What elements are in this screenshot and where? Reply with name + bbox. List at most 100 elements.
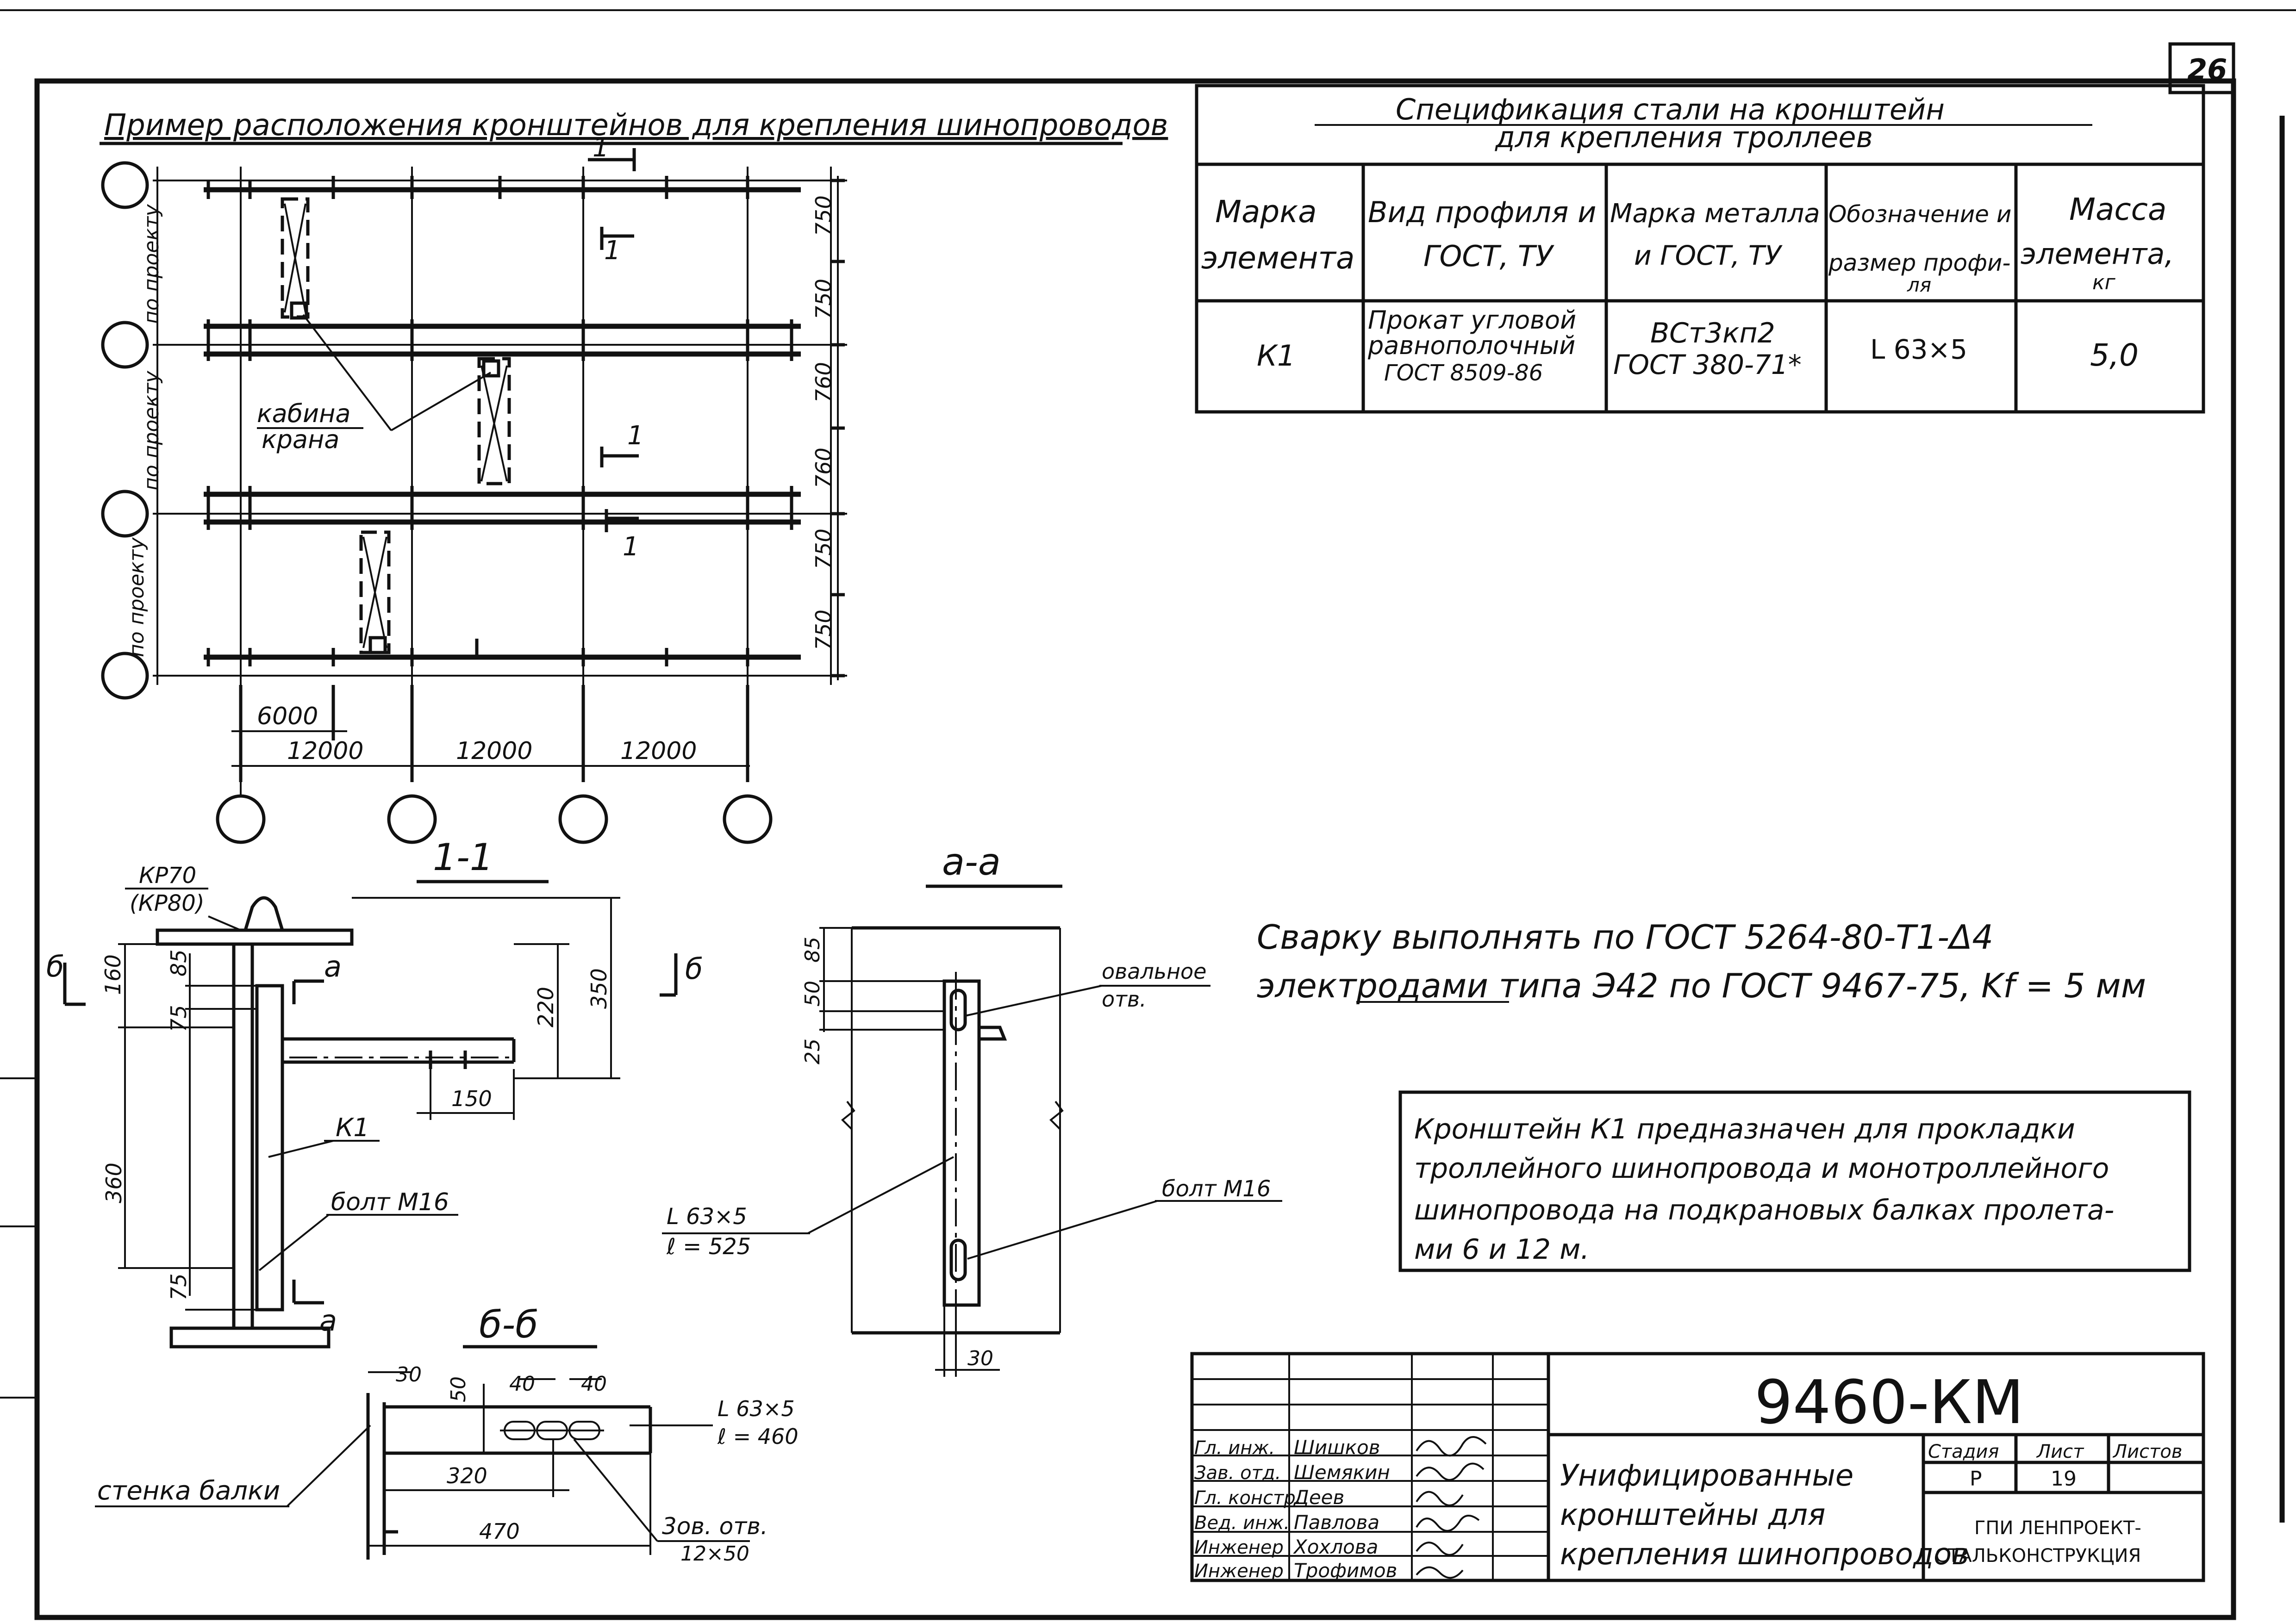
bb-dim-470: 470 [479, 1519, 520, 1544]
row-dim-1: 750 [811, 195, 836, 236]
cut-a-top: а [324, 950, 342, 983]
axis-circle-row-2 [101, 321, 149, 369]
weld-note-line-1: Сварку выполнять по ГОСТ 5264-80-Т1-Δ4 [1257, 918, 1993, 957]
row-dim-3: 760 [811, 362, 836, 403]
purpose-line-1: Кронштейн К1 предназначен для прокладки [1414, 1113, 2075, 1145]
person-2: Шемякин [1294, 1461, 1390, 1484]
spec-row-profile-3: ГОСТ 8509-86 [1384, 360, 1543, 386]
axis-circle-row-3 [101, 490, 149, 538]
side-label-2: по проекту [140, 370, 163, 491]
spec-header-mark-1: Марка [1215, 194, 1317, 230]
axis-circle-col-2 [387, 794, 437, 844]
crane-cabin-3 [359, 530, 391, 654]
row-dim-6: 750 [811, 609, 836, 650]
doc-name-2: кронштейны для [1560, 1498, 1825, 1532]
cut-a-bottom: а [319, 1304, 337, 1337]
person-6: Трофимов [1294, 1559, 1397, 1582]
purpose-note: Кронштейн К1 предназначен для прокладки … [1398, 1090, 2191, 1272]
row-dim-2: 750 [811, 279, 836, 319]
title-block [1190, 1352, 2205, 1582]
aa-dim-25: 25 [801, 1038, 824, 1064]
bb-dim-40b: 40 [581, 1372, 607, 1396]
rail-label-2: (КР80) [130, 890, 205, 916]
stage-label: Стадия [1928, 1441, 1999, 1462]
spec-header-profile-1: Вид профиля и [1368, 195, 1596, 229]
org-line-2: СТАЛЬКОНСТРУКЦИЯ [1935, 1545, 2141, 1567]
sheet-label: Лист [2036, 1441, 2084, 1462]
dim-85: 85 [166, 949, 191, 976]
spec-row-mark: К1 [1257, 339, 1295, 373]
spec-header-designation-2: размер профи- [1828, 249, 2010, 276]
spec-header-mark-2: элемента [1201, 240, 1354, 276]
dim-150: 150 [451, 1086, 492, 1111]
beam-wall-label: стенка балки [97, 1476, 280, 1506]
row-dim-4: 760 [811, 448, 836, 488]
col-dim-12000-b: 12000 [456, 737, 532, 765]
spec-table [1195, 84, 2205, 414]
role-6: Инженер [1194, 1561, 1284, 1582]
layout-plan: Пример расположения кронштейнов для креп… [100, 108, 1168, 844]
role-3: Гл. констр. [1194, 1487, 1301, 1509]
spec-header-mass-3: кг [2092, 271, 2116, 294]
crane-label-2: крана [262, 425, 339, 454]
holes-label-1: 3ов. отв. [662, 1513, 768, 1540]
bolt-label-aa: болт М16 [1162, 1176, 1271, 1202]
section-1-1: 1-1 КР70 (КР80) [46, 836, 703, 1349]
axis-circle-row-1 [101, 161, 149, 209]
axis-circle-col-1 [216, 794, 266, 844]
axis-circle-col-3 [558, 794, 608, 844]
person-5: Хохлова [1293, 1536, 1378, 1558]
dim-350: 350 [586, 968, 611, 1009]
col-dim-6000: 6000 [257, 703, 318, 730]
doc-name-1: Унифицированные [1560, 1459, 1853, 1493]
spec-header-steel-2: и ГОСТ, ТУ [1634, 240, 1783, 271]
side-label-1: по проекту [140, 204, 163, 324]
spec-title-1: Спецификация стали на кронштейн [1396, 93, 1945, 126]
cut-b-left: б [46, 950, 64, 983]
signatures [1416, 1436, 1487, 1579]
crane-label-1: кабина [257, 399, 351, 428]
bb-dim-40a: 40 [509, 1372, 535, 1396]
bb-dim-320: 320 [447, 1463, 487, 1488]
side-label-3: по проекту [125, 537, 149, 657]
crane-cabin-2 [477, 357, 511, 485]
dim-75-top: 75 [166, 1005, 191, 1032]
section-11-title: 1-1 [433, 836, 493, 879]
person-1: Шишков [1294, 1436, 1380, 1459]
axis-circle-row-4 [101, 652, 149, 700]
angle-label-bb-1: L 63×5 [718, 1396, 795, 1421]
holes-label-2: 12×50 [680, 1542, 749, 1566]
bolt-label-11: болт М16 [331, 1188, 449, 1216]
aa-dim-30: 30 [967, 1347, 993, 1370]
doc-code: 9460-КМ [1754, 1367, 2024, 1437]
spec-row-mass: 5,0 [2090, 337, 2139, 373]
spec-header-profile-2: ГОСТ, ТУ [1423, 239, 1555, 273]
role-1: Гл. инж. [1194, 1437, 1275, 1459]
dim-160: 160 [100, 954, 125, 995]
dim-220: 220 [533, 987, 558, 1027]
angle-label-aa-1: L 63×5 [667, 1204, 747, 1230]
sheet-frame [0, 9, 2296, 1620]
oval-hole-label-2: отв. [1102, 987, 1147, 1012]
purpose-line-4: ми 6 и 12 м. [1414, 1233, 1589, 1266]
section-bb-title: б-б [479, 1303, 538, 1346]
spec-header-designation-3: ля [1907, 274, 1931, 296]
section-mark-1b: 1 [604, 236, 621, 266]
cut-b-right: б [685, 952, 703, 986]
angle-label-bb-2: ℓ = 460 [717, 1424, 799, 1449]
bb-dim-30: 30 [396, 1363, 422, 1387]
spec-row-designation: L 63×5 [1870, 334, 1967, 365]
crane-cabin-1 [281, 197, 310, 320]
section-a-a: а-а 85 50 25 овальное отв. болт М16 L [662, 840, 1282, 1377]
dim-75-bottom: 75 [166, 1273, 191, 1300]
angle-label-aa-2: ℓ = 525 [666, 1234, 751, 1260]
stage-value: Р [1970, 1467, 1982, 1491]
col-dim-12000-c: 12000 [620, 737, 697, 765]
section-mark-1c: 1 [627, 421, 644, 451]
row-dim-5: 750 [811, 529, 836, 569]
sheets-label: Листов [2112, 1441, 2182, 1462]
role-4: Вед. инж. [1194, 1512, 1290, 1534]
plan-title: Пример расположения кронштейнов для креп… [104, 108, 1168, 143]
axis-circle-col-4 [723, 794, 773, 844]
